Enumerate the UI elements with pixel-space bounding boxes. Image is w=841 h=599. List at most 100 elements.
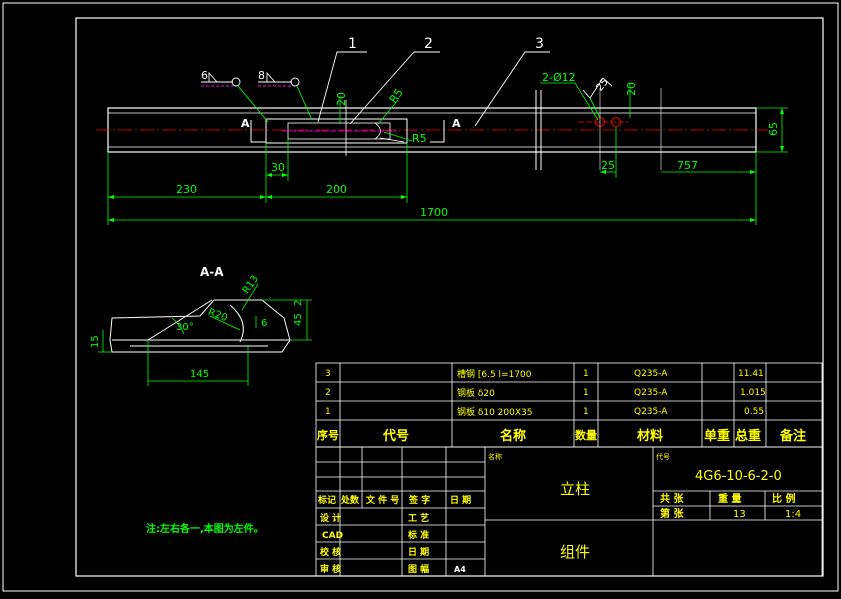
sec-dim-angle-arc: [171, 317, 185, 335]
rev-header-mark: 标记: [317, 494, 336, 506]
arrow-1700-left: [108, 218, 114, 222]
sec-dim-145: 145: [190, 369, 209, 380]
sec-dim-15: 15: [90, 335, 101, 348]
leader-2: [349, 51, 440, 125]
sign-row-date: 日 期: [408, 546, 429, 558]
weld-2-circle: [290, 77, 300, 87]
dim-200: 200: [326, 183, 347, 196]
sec-dim-45: 45: [293, 313, 304, 326]
sign-row-design: 设 计: [320, 512, 341, 524]
bom-row-1-material: Q235-A: [634, 407, 668, 417]
bom-row-2-unit-weight: 1.015: [740, 388, 766, 398]
arrow-65-bottom: [780, 146, 784, 152]
weld-1-triangle: [208, 71, 218, 83]
bom-row-2-qty: 1: [583, 388, 589, 398]
roughness-25-leader: [589, 97, 601, 119]
section-outline: [109, 299, 291, 353]
sec-dim-angle: 30°: [176, 322, 194, 333]
title-code-caption: 代号: [656, 452, 670, 461]
section-mark-right-line: [430, 120, 445, 143]
rev-header-date: 日 期: [450, 494, 471, 506]
title-block-outline: [315, 446, 823, 577]
sheet-label: 第 张: [660, 507, 684, 520]
plate-1: [265, 118, 408, 144]
dimension-lines: [107, 82, 788, 225]
title-block-grid: [315, 446, 823, 577]
section-title: A-A: [200, 265, 224, 279]
section-dimensions: [98, 283, 312, 386]
sec-dim-r13-leader: [241, 283, 259, 311]
arrow-30-left: [266, 173, 272, 177]
weld-1-arrow: [237, 85, 269, 123]
dim-230: 230: [176, 183, 197, 196]
balloon-1: 1: [348, 36, 357, 52]
sign-row-standard: 标 准: [407, 529, 429, 541]
sign-row-check: 校 核: [320, 546, 341, 558]
sign-row-review: 审 核: [320, 563, 341, 575]
dim-65: 65: [767, 122, 780, 136]
sign-row-sheet-size: 图 幅: [408, 563, 429, 575]
arrow-1700-right: [750, 218, 756, 222]
title-block-labels: 共 张 重 量 比 例 第 张 13 1:4 标记 处数 文 件 号 签 字 日…: [317, 492, 801, 575]
dim-757: 757: [677, 159, 698, 172]
arrow-757-right: [750, 170, 756, 174]
bom-rows: 3 槽钢 [6.5 l=1700 1 Q235-A 11.41 2 钢板 δ20…: [325, 368, 766, 418]
balloon-2: 2: [424, 36, 433, 52]
section-view: [109, 299, 291, 353]
dim-20-right: 20: [625, 82, 638, 96]
weld-symbols: [201, 71, 613, 123]
arrow-65-top: [780, 108, 784, 114]
section-arc: [229, 304, 244, 343]
bom-header-name: 名称: [500, 428, 526, 444]
sec-dim-2: 2: [293, 300, 304, 306]
section-slant: [147, 299, 213, 341]
section-mark-right: A: [452, 117, 461, 130]
arrow-230-right: [260, 195, 266, 199]
bom-row-3-seq: 3: [325, 369, 331, 379]
part-name: 立柱: [560, 480, 590, 498]
weld-size-6: 6: [201, 69, 208, 82]
dim-r5-top: R5: [387, 86, 406, 105]
bom-row-1-seq: 1: [325, 407, 331, 417]
section-marks: A A: [241, 117, 461, 143]
sheets-total-label: 共 张: [660, 492, 684, 505]
bom-row-1-unit-weight: 0.55: [744, 407, 764, 417]
scale-label: 比 例: [772, 492, 795, 505]
bom-row-3-qty: 1: [583, 369, 589, 379]
rev-header-file: 文 件 号: [365, 494, 399, 506]
section-mark-left: A: [241, 117, 250, 130]
section-dimension-texts: R13 R20 30° 45 2 6 15 145: [90, 274, 304, 380]
assembly-label: 组件: [560, 543, 590, 561]
balloon-leaders: [317, 51, 550, 127]
bom-row-2-seq: 2: [325, 388, 331, 398]
balloon-3: 3: [535, 36, 544, 52]
dim-1700: 1700: [420, 206, 448, 219]
roughness-25-symbol: [582, 77, 613, 99]
inner-frame: [75, 17, 824, 577]
bom-row-3-material: Q235-A: [634, 369, 668, 379]
weld-2-triangle: [266, 71, 276, 83]
rev-header-count: 处数: [340, 494, 360, 506]
section-mark-left-line: [250, 120, 266, 143]
main-view: [96, 88, 768, 170]
bom-row-1-name: 钢板 δ10 200X35: [457, 406, 532, 418]
bom-header-material: 材料: [637, 428, 663, 444]
leader-1: [317, 51, 367, 123]
title-name-caption: 名称: [488, 452, 502, 461]
weight-label: 重 量: [718, 492, 741, 505]
bom-header: 序号 代号 名称 数量 材料 单重 总重 备注: [317, 428, 806, 444]
rev-header-sign: 签 字: [408, 494, 430, 506]
bom-row-3-name: 槽钢 [6.5 l=1700: [457, 368, 532, 380]
plate-slant: [379, 137, 405, 143]
dimension-arrows: [108, 108, 784, 222]
dim-30: 30: [271, 161, 285, 174]
arrow-30-right: [282, 173, 288, 177]
weight-value: 13: [733, 509, 746, 520]
dim-hole-leader: [540, 82, 599, 121]
dim-25: 25: [601, 159, 615, 172]
weld-2-arrow: [296, 85, 313, 121]
arrow-25-left: [600, 170, 606, 174]
